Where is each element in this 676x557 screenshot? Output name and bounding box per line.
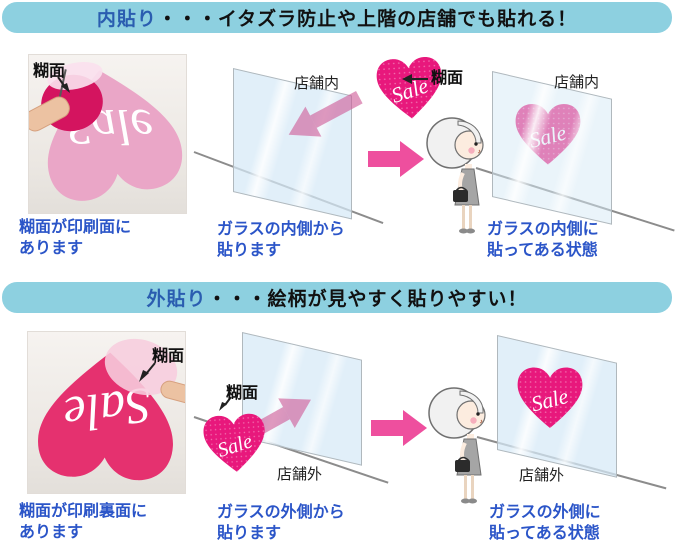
caption-line1: ガラスの内側から — [217, 221, 345, 238]
inner-apply-banner: 内貼り・・・イタズラ防止や上階の店舗でも貼れる！ — [2, 2, 672, 33]
caption-line2: あります — [19, 240, 84, 257]
caption-line2: あります — [19, 524, 84, 541]
next-step-arrow-icon — [371, 410, 427, 446]
glue-side-label: 糊面 — [152, 348, 185, 365]
caption-stuck-outside: ガラスの外側に 貼ってある状態 — [489, 502, 601, 544]
caption-apply-outside: ガラスの外側から 貼ります — [217, 502, 345, 544]
caption-line1: ガラスの内側に — [487, 221, 599, 238]
customer-illustration — [426, 117, 484, 234]
banner-highlight-label: 外貼り — [146, 289, 207, 310]
caption-line2: 貼ります — [217, 525, 282, 542]
caption-line1: ガラスの外側から — [217, 504, 345, 521]
caption-line1: ガラスの外側に — [489, 504, 601, 521]
banner-highlight-label: 内貼り — [96, 9, 157, 30]
store-inside-label: 店舗内 — [294, 75, 340, 92]
caption-line2: 貼ってある状態 — [489, 525, 600, 542]
caption-line1: 糊面が印刷面に — [19, 219, 132, 236]
store-outside-label: 店舗外 — [519, 467, 565, 484]
caption-glue-on-print: 糊面が印刷面に あります — [19, 217, 131, 259]
caption-line2: 貼ってある状態 — [487, 242, 598, 259]
apply-direction-arrow-icon — [288, 91, 363, 137]
glass-pane — [492, 71, 612, 225]
banner-description: ・・・絵柄が見やすく貼りやすい！ — [207, 289, 528, 310]
photo-glue-on-back-face: Sale 糊面 — [27, 331, 186, 494]
glue-side-label: 糊面 — [431, 70, 464, 87]
glue-side-label: 糊面 — [226, 385, 259, 402]
glue-side-label: 糊面 — [33, 63, 66, 80]
caption-line1: 糊面が印刷裏面に — [19, 503, 148, 520]
caption-line2: 貼ります — [217, 242, 282, 259]
heart-sale-sticker-on-glass: Sale — [517, 367, 583, 429]
heart-sale-sticker: Sale — [202, 412, 268, 474]
pointer-arrow-icon — [139, 362, 156, 382]
caption-apply-inside: ガラスの内側から 貼ります — [217, 219, 345, 261]
outer-apply-banner: 外貼り・・・絵柄が見やすく貼りやすい！ — [2, 282, 672, 313]
caption-stuck-inside: ガラスの内側に 貼ってある状態 — [487, 219, 599, 261]
store-outside-label: 店舗外 — [277, 466, 323, 483]
next-step-arrow-icon — [368, 141, 424, 177]
caption-glue-on-back: 糊面が印刷裏面に あります — [19, 501, 147, 543]
banner-description: ・・・イタズラ防止や上階の店舗でも貼れる！ — [157, 9, 578, 30]
customer-illustration — [428, 387, 486, 504]
photo-glue-on-print-face: Sale 糊面 — [28, 54, 187, 214]
pointer-arrow-icon — [57, 76, 70, 93]
pointer-arrow-icon — [402, 74, 428, 84]
store-inside-label: 店舗内 — [554, 74, 600, 91]
pointer-arrow-icon — [219, 396, 232, 411]
